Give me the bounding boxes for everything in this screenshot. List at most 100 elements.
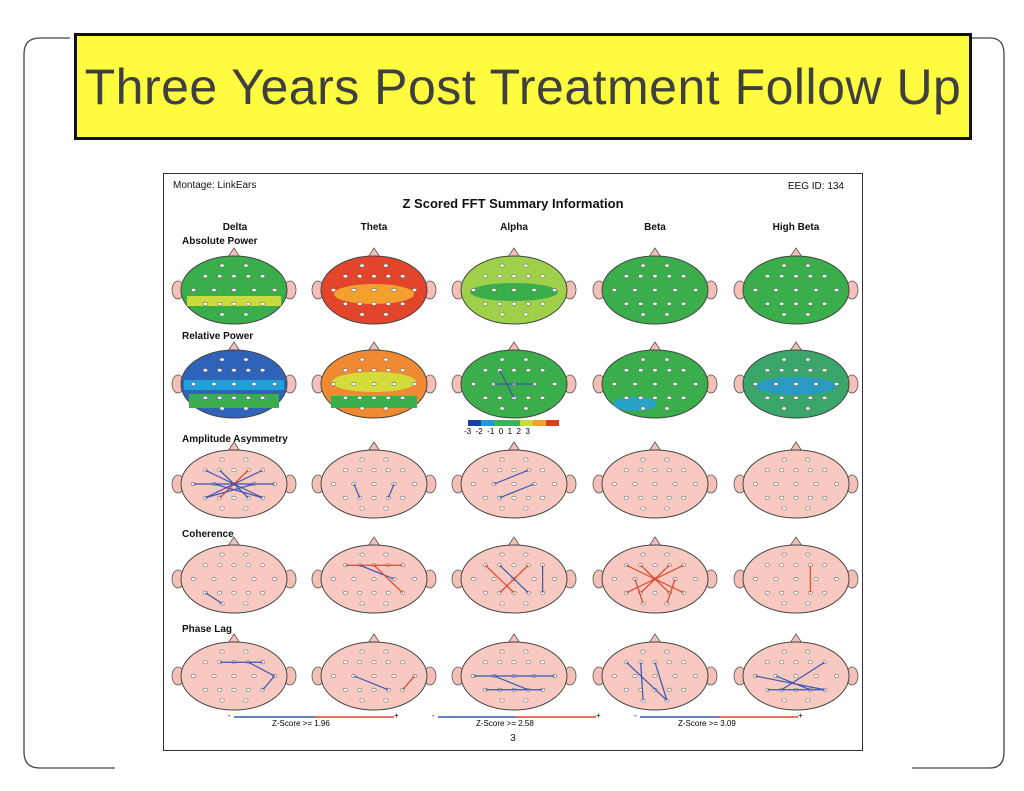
map-amplitude-asymmetry-high-beta-electrode-16	[822, 495, 828, 500]
title-banner: Three Years Post Treatment Follow Up	[74, 33, 972, 140]
map-relative-power-delta-electrode-13	[217, 395, 223, 400]
map-absolute-power-theta-electrode-6	[400, 274, 406, 279]
map-phase-lag-high-beta-electrode-3	[779, 660, 785, 665]
map-phase-lag-high-beta-electrode-2	[764, 660, 770, 665]
map-coherence-alpha-electrode-0	[499, 552, 505, 557]
map-relative-power-alpha-electrode-17	[499, 406, 505, 411]
map-absolute-power-delta-electrode-12	[202, 301, 208, 306]
map-amplitude-asymmetry-beta-electrode-12	[623, 495, 629, 500]
map-absolute-power-theta-band	[334, 284, 414, 304]
map-coherence-alpha-electrode-7	[470, 577, 476, 581]
map-relative-power-alpha-electrode-2	[482, 368, 488, 373]
zscore-legend-1: Z-Score >= 1.96	[272, 719, 330, 728]
zscore-plus-2: +	[596, 711, 601, 720]
map-relative-power-delta-electrode-4	[231, 368, 237, 373]
map-absolute-power-theta-electrode-18	[383, 312, 389, 317]
map-absolute-power-theta-electrode-10	[391, 288, 397, 292]
map-relative-power-delta-electrode-12	[202, 395, 208, 400]
map-relative-power-high-beta-electrode-2	[764, 368, 770, 373]
map-phase-lag-theta-electrode-12	[342, 687, 348, 692]
map-absolute-power-high-beta-electrode-10	[813, 288, 819, 292]
map-relative-power-alpha-electrode-1	[523, 357, 529, 362]
map-absolute-power-alpha-electrode-11	[552, 288, 558, 292]
zscore-legend-2: Z-Score >= 2.58	[476, 719, 534, 728]
map-absolute-power-beta-electrode-15	[666, 301, 672, 306]
map-amplitude-asymmetry-delta-line-5	[213, 483, 263, 499]
map-absolute-power-beta-electrode-13	[638, 301, 644, 306]
map-coherence-delta-electrode-15	[245, 590, 251, 595]
map-coherence-delta-electrode-9	[231, 577, 237, 581]
band-label-beta: Beta	[644, 222, 666, 233]
map-absolute-power-theta-electrode-0	[359, 263, 365, 268]
head-maps	[171, 247, 859, 718]
map-coherence-theta-electrode-1	[383, 552, 389, 557]
map-coherence-theta-electrode-0	[359, 552, 365, 557]
map-relative-power-delta-electrode-11	[272, 382, 278, 386]
map-relative-power-theta-band-2	[331, 396, 417, 408]
map-absolute-power-theta-electrode-17	[359, 312, 365, 317]
map-coherence-theta-electrode-7	[330, 577, 336, 581]
map-absolute-power-high-beta-electrode-13	[779, 301, 785, 306]
map-amplitude-asymmetry-theta-electrode-5	[385, 468, 391, 473]
map-phase-lag-delta-electrode-9	[231, 674, 237, 678]
map-absolute-power-beta-electrode-7	[611, 288, 617, 292]
map-relative-power-theta-electrode-7	[330, 382, 336, 386]
map-absolute-power-high-beta-electrode-17	[781, 312, 787, 317]
map-coherence-high-beta-electrode-8	[773, 577, 779, 581]
map-absolute-power-delta-electrode-17	[219, 312, 225, 317]
map-phase-lag-delta-electrode-12	[202, 687, 208, 692]
map-absolute-power-alpha-electrode-9	[511, 288, 517, 292]
map-coherence-high-beta-electrode-11	[834, 577, 840, 581]
map-absolute-power-theta-electrode-9	[371, 288, 377, 292]
zscore-minus-3: -	[634, 711, 637, 720]
map-relative-power-delta-electrode-0	[219, 357, 225, 362]
map-absolute-power-delta-electrode-5	[245, 274, 251, 279]
map-absolute-power-beta-electrode-1	[664, 263, 670, 268]
map-absolute-power-beta-electrode-4	[652, 274, 658, 279]
map-relative-power-theta-electrode-12	[342, 395, 348, 400]
report-title: Z Scored FFT Summary Information	[402, 196, 624, 211]
map-relative-power-high-beta-electrode-4	[793, 368, 799, 373]
map-relative-power-delta-band-2	[189, 394, 279, 408]
map-relative-power-theta-electrode-9	[371, 382, 377, 386]
map-relative-power-theta-electrode-1	[383, 357, 389, 362]
map-amplitude-asymmetry-theta-electrode-4	[371, 468, 377, 473]
color-scale-segment-4	[520, 420, 533, 426]
map-absolute-power-alpha-electrode-14	[511, 301, 517, 306]
map-relative-power-delta-electrode-16	[260, 395, 266, 400]
map-coherence-theta-line-1	[359, 564, 395, 580]
map-amplitude-asymmetry-alpha-electrode-11	[552, 482, 558, 486]
map-relative-power-delta-electrode-1	[243, 357, 249, 362]
map-relative-power-alpha-electrode-16	[540, 395, 546, 400]
map-absolute-power-beta-electrode-18	[664, 312, 670, 317]
map-absolute-power-beta-electrode-16	[681, 301, 687, 306]
map-relative-power-alpha-electrode-5	[525, 368, 531, 373]
map-amplitude-asymmetry-theta-electrode-16	[400, 495, 406, 500]
map-relative-power-delta-electrode-18	[243, 406, 249, 411]
map-absolute-power-high-beta-electrode-4	[793, 274, 799, 279]
row-label-coherence: Coherence	[182, 529, 234, 540]
map-amplitude-asymmetry-theta-line-1	[387, 483, 395, 499]
map-absolute-power-alpha-electrode-6	[540, 274, 546, 279]
map-absolute-power-beta-electrode-8	[632, 288, 638, 292]
map-phase-lag-alpha-line-2	[493, 675, 529, 691]
map-amplitude-asymmetry-beta-electrode-11	[693, 482, 699, 486]
zscore-minus-1: -	[228, 711, 231, 720]
zscore-plus-1: +	[394, 711, 399, 720]
map-phase-lag-high-beta-electrode-5	[807, 660, 813, 665]
map-relative-power-alpha-electrode-4	[511, 368, 517, 373]
map-relative-power-delta-electrode-8	[211, 382, 217, 386]
map-amplitude-asymmetry-high-beta-electrode-1	[805, 457, 811, 462]
map-absolute-power-high-beta-electrode-9	[793, 288, 799, 292]
map-absolute-power-beta-electrode-5	[666, 274, 672, 279]
map-absolute-power-delta-electrode-18	[243, 312, 249, 317]
map-relative-power-theta-electrode-17	[359, 406, 365, 411]
map-absolute-power-theta-electrode-5	[385, 274, 391, 279]
map-amplitude-asymmetry-delta-line-6	[205, 483, 255, 499]
montage-label: Montage: LinkEars	[173, 180, 257, 191]
map-coherence-alpha-line-0	[484, 564, 515, 594]
map-absolute-power-delta-electrode-14	[231, 301, 237, 306]
map-amplitude-asymmetry-delta-electrode-18	[243, 506, 249, 511]
map-relative-power-theta-electrode-16	[400, 395, 406, 400]
map-relative-power-high-beta-band	[756, 377, 836, 395]
